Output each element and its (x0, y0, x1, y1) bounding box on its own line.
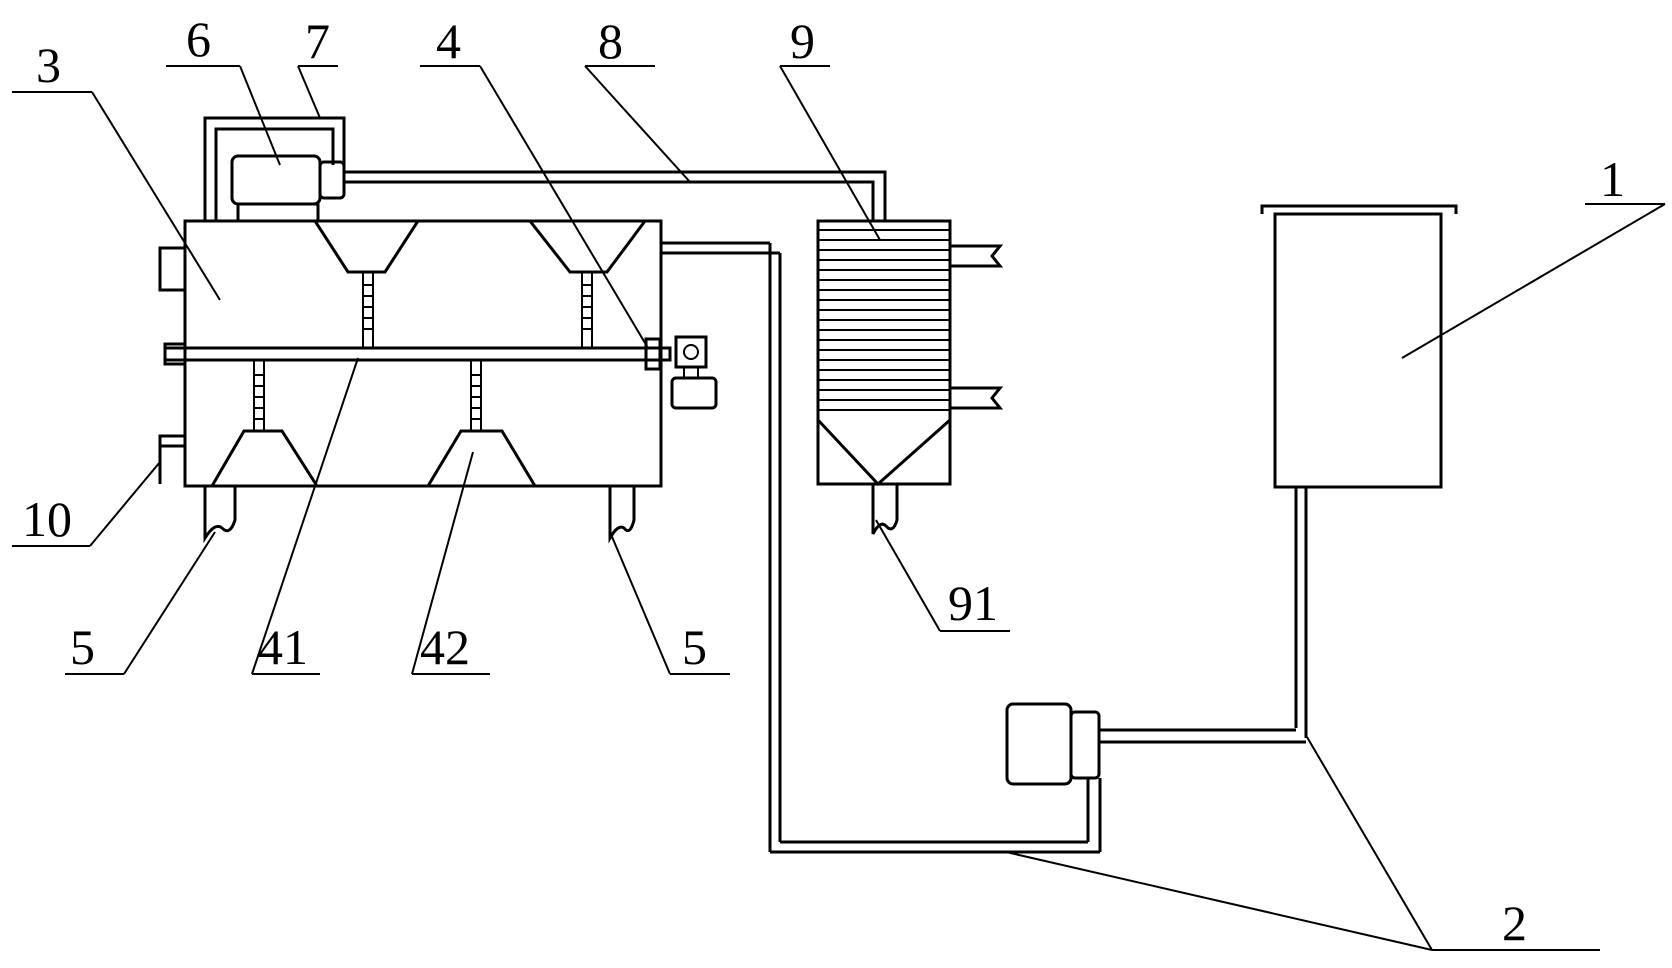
reactor-body-3 (158, 219, 663, 488)
leader-lines (12, 65, 1666, 951)
condenser-fins (818, 229, 950, 411)
label-1: 1 (1600, 151, 1625, 207)
label-8: 8 (598, 13, 623, 69)
outlets-5 (203, 486, 636, 544)
label-6: 6 (186, 11, 211, 67)
label-7: 7 (305, 13, 330, 69)
pipe-8 (344, 170, 887, 221)
inlet-10 (158, 434, 187, 484)
label-91: 91 (948, 575, 998, 631)
part-labels: 1 2 3 4 41 42 5 5 6 7 8 9 91 10 (22, 11, 1625, 951)
label-9: 9 (790, 13, 815, 69)
tank-1 (1260, 204, 1458, 489)
label-2: 2 (1502, 895, 1527, 951)
condenser-9 (816, 219, 1004, 487)
loop-pipe-7 (203, 116, 346, 221)
label-5-right: 5 (682, 619, 707, 675)
shaft-4 (163, 335, 718, 410)
label-3: 3 (36, 37, 61, 93)
label-41: 41 (258, 619, 308, 675)
label-42: 42 (420, 619, 470, 675)
label-5-left: 5 (70, 619, 95, 675)
label-4: 4 (436, 13, 461, 69)
label-10: 10 (22, 491, 72, 547)
pipeline-2 (661, 241, 1308, 854)
motor-6 (230, 154, 346, 223)
outlet-91 (871, 484, 899, 535)
